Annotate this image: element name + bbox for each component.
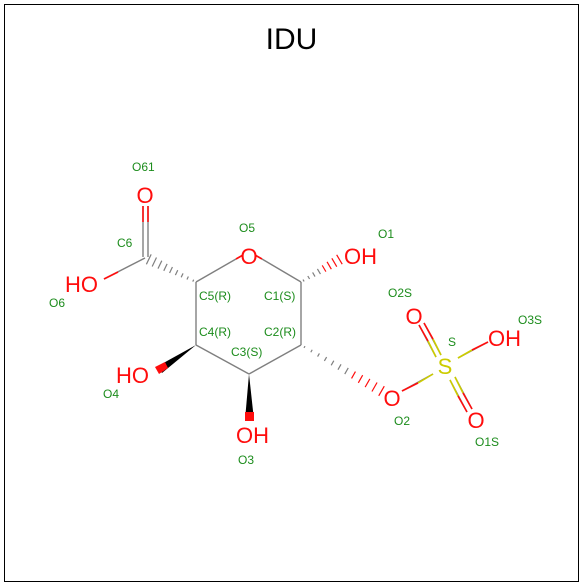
atom-o1: OH bbox=[344, 244, 377, 269]
solid-wedges bbox=[155, 345, 254, 421]
hashed-bond-c1-o1 bbox=[302, 254, 343, 282]
diagram-frame: IDU bbox=[4, 4, 579, 582]
name-o1: O1 bbox=[378, 227, 394, 241]
name-o61: O61 bbox=[132, 160, 155, 174]
name-c5: C5(R) bbox=[199, 289, 231, 303]
bond-o3s-segment bbox=[471, 341, 489, 351]
wedge-bond-c3-o3-red bbox=[245, 412, 254, 421]
bond-o2s-segment-b bbox=[423, 322, 434, 340]
name-c2: C2(R) bbox=[264, 325, 296, 339]
atom-o2s: O bbox=[405, 304, 422, 329]
atom-o6: HO bbox=[65, 272, 98, 297]
hash-stroke bbox=[163, 263, 168, 272]
bond-s-segment-o2s-b bbox=[432, 338, 442, 356]
hash-stroke bbox=[312, 272, 316, 277]
atom-o5: O bbox=[240, 244, 257, 269]
wedge-bond-c4-o4-red bbox=[155, 362, 168, 374]
atom-o4: HO bbox=[116, 363, 149, 388]
hash-stroke bbox=[302, 279, 305, 282]
name-c3: C3(S) bbox=[231, 345, 262, 359]
hash-stroke bbox=[344, 367, 349, 375]
name-o3s: O3S bbox=[518, 313, 542, 327]
atom-s: S bbox=[438, 354, 453, 379]
hash-stroke bbox=[378, 385, 385, 397]
hash-stroke bbox=[331, 258, 338, 267]
atom-o3: OH bbox=[236, 423, 269, 448]
atom-o2: O bbox=[383, 386, 400, 411]
bond-c3-c2 bbox=[248, 344, 302, 375]
molecule-title: IDU bbox=[265, 23, 318, 56]
hashed-bond-c5-c6 bbox=[145, 254, 195, 282]
atom-o3s: OH bbox=[488, 326, 521, 351]
hash-stroke bbox=[151, 257, 158, 267]
hash-stroke bbox=[323, 356, 328, 362]
atom-symbols: O OH HO O HO OH O S O O OH bbox=[65, 183, 521, 448]
bond-c1-o5 bbox=[261, 258, 302, 283]
hash-stroke bbox=[316, 268, 321, 275]
hash-stroke bbox=[371, 382, 378, 392]
name-s: S bbox=[448, 335, 456, 349]
name-c1: C1(S) bbox=[264, 289, 295, 303]
hash-stroke bbox=[157, 260, 163, 269]
bonds bbox=[103, 206, 489, 413]
hash-stroke bbox=[192, 279, 195, 282]
wedge-bond-c3-o3 bbox=[245, 374, 254, 420]
hash-stroke bbox=[307, 275, 311, 280]
atom-o61: O bbox=[136, 183, 153, 208]
bond-s-segment-o1s-b bbox=[454, 376, 464, 394]
hash-stroke bbox=[326, 261, 332, 270]
bond-s-segment-o2 bbox=[417, 373, 434, 384]
bond-s-segment-o3s bbox=[457, 349, 473, 359]
name-o2: O2 bbox=[394, 414, 410, 428]
bond-o1s-segment-b bbox=[462, 392, 473, 410]
bond-o5-segment-left bbox=[235, 254, 244, 260]
hash-stroke bbox=[364, 378, 371, 388]
bond-o1s-segment-a bbox=[457, 395, 468, 413]
wedge-bond-c4-o4 bbox=[158, 345, 196, 373]
hash-stroke bbox=[336, 254, 343, 265]
atom-names: O61 C6 O5 O1 O6 C5(R) C1(S) O2S S O3S C4… bbox=[49, 160, 542, 467]
hash-stroke bbox=[357, 374, 364, 384]
hash-stroke bbox=[310, 349, 313, 353]
name-c6: C6 bbox=[117, 236, 133, 250]
name-o4: O4 bbox=[103, 387, 119, 401]
bond-o2-segment bbox=[401, 382, 419, 392]
name-o5: O5 bbox=[239, 221, 255, 235]
hashed-bonds bbox=[145, 254, 385, 397]
name-o6: O6 bbox=[49, 296, 65, 310]
hash-stroke bbox=[317, 353, 320, 357]
atom-o1s: O bbox=[467, 408, 484, 433]
hash-stroke bbox=[330, 360, 335, 366]
hash-stroke bbox=[337, 364, 342, 370]
bond-o6-segment bbox=[103, 271, 119, 280]
bond-o2s-segment-a bbox=[418, 324, 429, 342]
name-c4: C4(R) bbox=[199, 325, 231, 339]
hash-stroke bbox=[145, 254, 152, 265]
hash-stroke bbox=[169, 266, 173, 274]
bond-s-segment-o1s-a bbox=[449, 379, 459, 397]
hashed-bond-c2-o2 bbox=[303, 345, 385, 397]
hash-stroke bbox=[303, 345, 306, 349]
bond-s-segment-o2s-a bbox=[427, 340, 437, 358]
bond-o5-c5 bbox=[195, 258, 237, 283]
bond-color-segments bbox=[103, 206, 489, 413]
hash-stroke bbox=[321, 265, 327, 272]
hash-stroke bbox=[351, 371, 356, 379]
name-o3: O3 bbox=[238, 453, 254, 467]
hash-stroke bbox=[174, 269, 179, 276]
hash-stroke bbox=[180, 273, 184, 278]
name-o1s: O1S bbox=[475, 435, 499, 449]
hash-stroke bbox=[186, 276, 189, 280]
bond-c4-c3 bbox=[195, 344, 250, 375]
bond-o5-segment-right bbox=[254, 254, 263, 260]
name-o2s: O2S bbox=[388, 286, 412, 300]
